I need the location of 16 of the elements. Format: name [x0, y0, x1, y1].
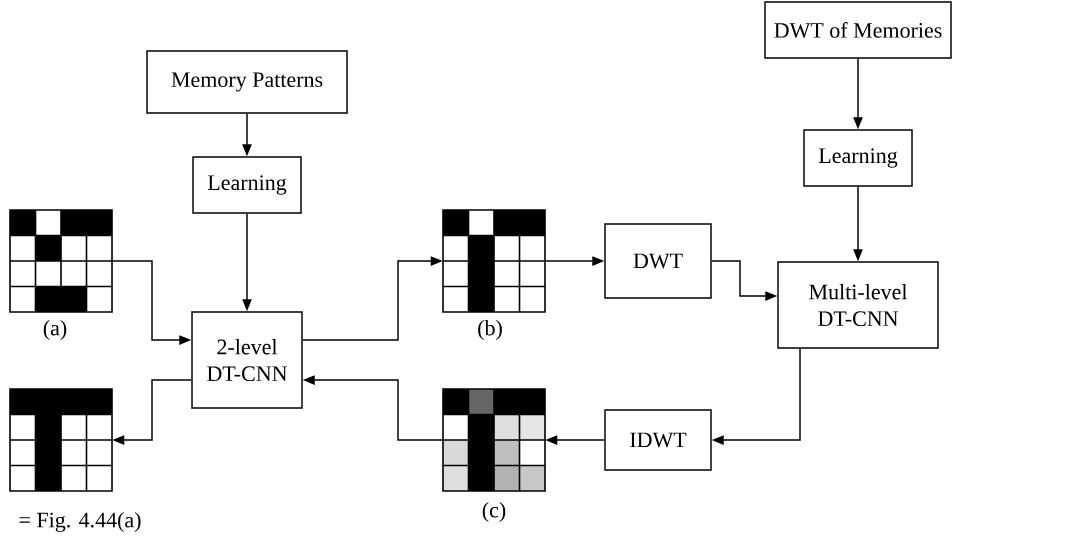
caption-label: (a) [43, 320, 67, 340]
grid-picture [9, 209, 113, 313]
grid-picture [442, 388, 546, 492]
process-box: Multi-level DT-CNN [777, 261, 939, 349]
grid-picture [442, 209, 546, 313]
caption-label: = Fig. 4.44(a) [19, 512, 141, 532]
process-box: DWT [604, 223, 712, 299]
caption-label: (b) [478, 320, 502, 340]
process-box: Learning [192, 156, 302, 214]
process-box: DWT of Memories [764, 1, 952, 59]
caption-label: (c) [482, 502, 506, 522]
grid-picture [9, 388, 113, 492]
process-box: Memory Patterns [146, 50, 348, 114]
process-box: IDWT [604, 409, 712, 471]
process-box: 2-level DT-CNN [191, 311, 303, 409]
process-box: Learning [803, 129, 913, 187]
